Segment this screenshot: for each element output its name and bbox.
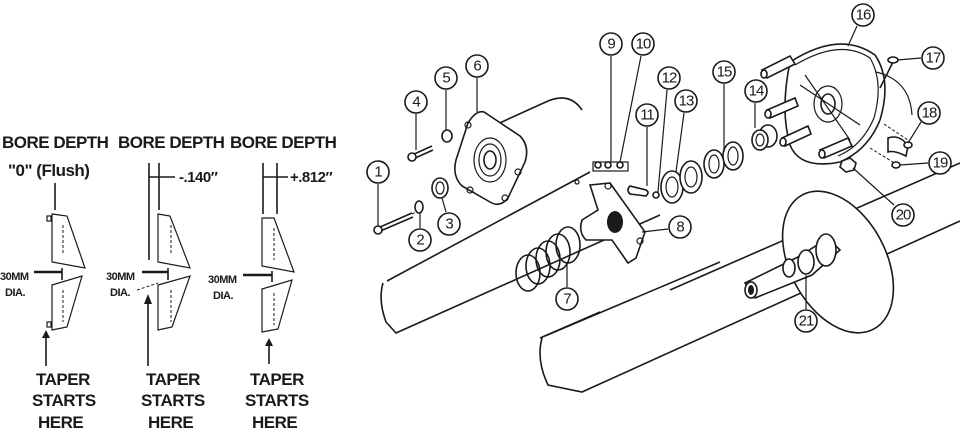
- callout-15: 15: [712, 60, 736, 84]
- svg-text:6: 6: [473, 58, 481, 75]
- callout-14: 14: [744, 79, 768, 103]
- svg-text:12: 12: [662, 70, 677, 87]
- callout-11: 11: [635, 103, 659, 127]
- svg-text:1: 1: [374, 164, 382, 181]
- callout-18: 18: [917, 101, 941, 125]
- part-7-spring: [515, 226, 581, 292]
- taper-label: HERE: [252, 413, 297, 432]
- svg-text:8: 8: [676, 219, 684, 236]
- part-21-sheave: [743, 190, 895, 334]
- callout-1: 1: [366, 160, 390, 184]
- taper-label: STARTS: [32, 391, 96, 410]
- part-2-washer: [414, 200, 424, 214]
- svg-text:13: 13: [679, 93, 694, 110]
- taper-label: STARTS: [245, 391, 309, 410]
- svg-text:5: 5: [442, 70, 450, 87]
- dia-label: 30MM: [106, 271, 135, 283]
- dia-label: DIA.: [110, 287, 130, 299]
- callout-8: 8: [668, 215, 692, 239]
- part-18-bracket: [869, 123, 913, 165]
- bore-depth-diagram-2: BORE DEPTH -.140″ 30MM DIA. TAPER STARTS…: [106, 133, 225, 432]
- svg-text:14: 14: [749, 83, 764, 100]
- part-5-washer: [441, 129, 453, 143]
- callout-20: 20: [891, 203, 915, 227]
- part-11-pin: [627, 185, 649, 197]
- part-6-flange: [454, 110, 528, 206]
- callout-3: 3: [437, 212, 461, 236]
- callout-13: 13: [674, 89, 698, 113]
- dia-label: 30MM: [0, 271, 29, 283]
- svg-text:18: 18: [922, 105, 937, 122]
- svg-text:7: 7: [563, 291, 571, 308]
- callout-19: 19: [928, 151, 952, 175]
- taper-label: HERE: [38, 413, 83, 432]
- svg-text:15: 15: [717, 64, 732, 81]
- callout-4: 4: [404, 90, 428, 114]
- svg-text:3: 3: [445, 216, 453, 233]
- part-3-bushing: [431, 177, 449, 199]
- exploded-view: 1 2 3 4 5 6 7 8 9 10 11 12 13 14 15 16 1…: [366, 3, 960, 393]
- taper-label: STARTS: [141, 391, 205, 410]
- part-20-nut: [839, 157, 857, 173]
- taper-label: TAPER: [146, 370, 200, 389]
- callout-16: 16: [851, 3, 875, 27]
- dia-label: DIA.: [213, 290, 233, 302]
- dia-label: 30MM: [208, 274, 237, 286]
- part-15-washers: [703, 141, 744, 179]
- part-16-cover: [760, 43, 886, 165]
- taper-label: TAPER: [250, 370, 304, 389]
- bore-depth-diagram-1: BORE DEPTH "0" (Flush) 30MM DIA. TAPER S…: [0, 133, 109, 432]
- part-14-bushing: [751, 124, 778, 151]
- svg-text:11: 11: [640, 107, 654, 124]
- svg-text:16: 16: [856, 7, 871, 24]
- callout-12: 12: [657, 66, 681, 90]
- bore-depth-diagram-3: BORE DEPTH +.812″ 30MM DIA. TAPER STARTS…: [208, 133, 337, 432]
- taper-label: HERE: [148, 413, 193, 432]
- part-17-screw: [875, 56, 913, 116]
- bore-depth-title: BORE DEPTH: [2, 133, 109, 152]
- svg-text:21: 21: [799, 313, 814, 330]
- callout-9: 9: [599, 32, 623, 56]
- part-1-bolt: [373, 209, 421, 235]
- callout-21: 21: [794, 309, 818, 333]
- bore-depth-title: BORE DEPTH: [230, 133, 337, 152]
- callout-17: 17: [921, 46, 945, 70]
- callout-5: 5: [434, 66, 458, 90]
- svg-text:2: 2: [416, 232, 424, 249]
- svg-text:19: 19: [933, 155, 948, 172]
- svg-text:20: 20: [896, 207, 911, 224]
- svg-text:17: 17: [926, 50, 941, 67]
- part-12-roller: [652, 191, 660, 199]
- svg-text:4: 4: [412, 94, 420, 111]
- callout-7: 7: [555, 287, 579, 311]
- callout-6: 6: [465, 54, 489, 78]
- bore-depth-measurement: -.140″: [179, 169, 218, 186]
- callout-2: 2: [408, 228, 432, 252]
- small-part: [574, 179, 580, 185]
- part-8-spider: [579, 182, 646, 265]
- svg-text:10: 10: [636, 36, 651, 53]
- part-19-washer: [891, 161, 901, 169]
- callout-10: 10: [631, 32, 655, 56]
- part-13-washers: [660, 160, 703, 204]
- dia-label: DIA.: [5, 287, 25, 299]
- part-9-10-nuts: [592, 161, 629, 172]
- part-4-bolt: [407, 145, 434, 162]
- taper-label: TAPER: [36, 370, 90, 389]
- svg-text:9: 9: [607, 36, 615, 53]
- bore-depth-measurement: +.812″: [290, 169, 332, 186]
- bore-depth-title: BORE DEPTH: [118, 133, 225, 152]
- bore-depth-subtitle: "0" (Flush): [8, 161, 89, 180]
